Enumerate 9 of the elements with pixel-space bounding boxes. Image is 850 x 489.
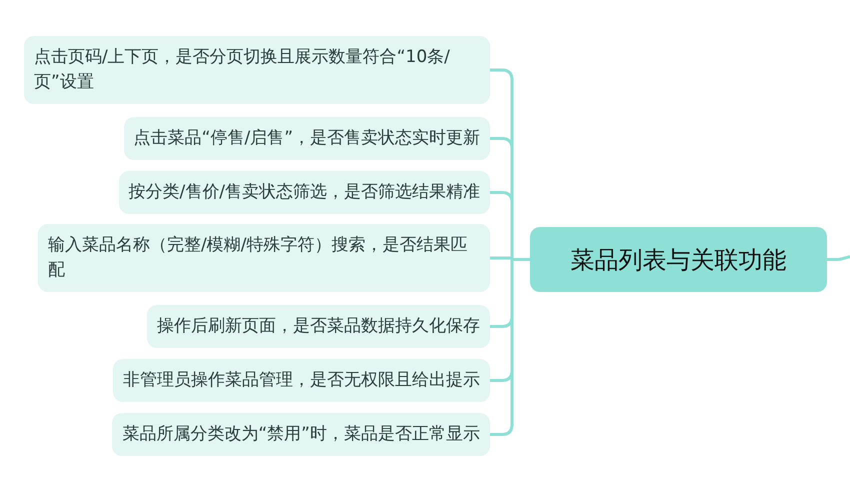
subtopic-card: 点击页码/上下页，是否分页切换且展示数量符合“10条/页”设置 [24,36,490,104]
subtopic-card: 点击菜品“停售/启售”，是否售卖状态实时更新 [124,117,490,160]
subtopic-card: 输入菜品名称（完整/模糊/特殊字符）搜索，是否结果匹配 [38,224,490,292]
subtopic-card: 操作后刷新页面，是否菜品数据持久化保存 [147,305,490,348]
connector-line [827,255,850,261]
central-topic: 菜品列表与关联功能 [530,227,827,292]
subtopic-card: 菜品所属分类改为“禁用”时，菜品是否正常显示 [112,413,490,456]
subtopic-card: 按分类/售价/售卖状态筛选，是否筛选结果精准 [118,171,490,214]
subtopic-card: 非管理员操作菜品管理，是否无权限且给出提示 [113,359,490,402]
